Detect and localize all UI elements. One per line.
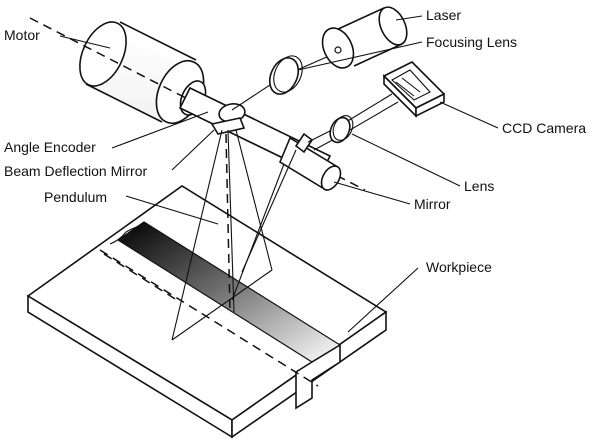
label-angle-encoder: Angle Encoder [4, 139, 96, 155]
label-workpiece: Workpiece [426, 259, 492, 275]
label-lens: Lens [464, 178, 494, 194]
focusing-lens [268, 55, 303, 95]
beam-deflection-mirror [210, 117, 246, 135]
ccd-camera [382, 61, 446, 118]
label-motor: Motor [4, 27, 40, 43]
leader-lines [59, 15, 499, 333]
mirror-cylinder [278, 132, 342, 192]
workpiece [26, 185, 388, 439]
label-mirror: Mirror [414, 196, 451, 212]
label-focusing-lens: Focusing Lens [426, 34, 517, 50]
label-laser: Laser [426, 7, 461, 23]
lens [329, 115, 354, 144]
label-pendulum: Pendulum [44, 189, 107, 205]
label-ccd-camera: CCD Camera [502, 120, 586, 136]
label-beam-deflection-mirror: Beam Deflection Mirror [4, 163, 147, 179]
laser [321, 6, 408, 69]
